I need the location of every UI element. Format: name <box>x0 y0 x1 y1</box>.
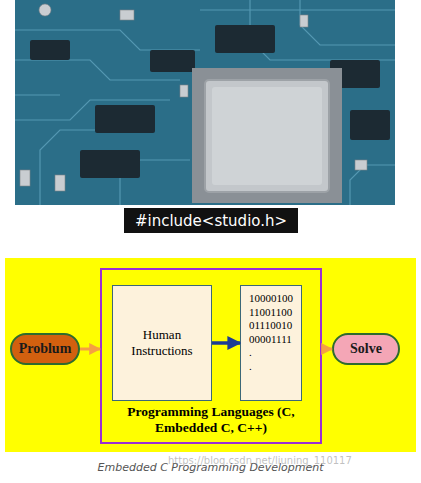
pcb-traces <box>15 0 395 205</box>
node-text: Programming Languages (C, Embedded C, C+… <box>102 404 320 436</box>
binary-box: 10000100 11001100 01110010 00001111 . . <box>240 285 302 401</box>
diagram-panel <box>5 258 416 452</box>
node-text: Solve <box>350 341 382 357</box>
node-text: Human Instructions <box>113 327 211 359</box>
code-banner: #include<studio.h> <box>124 208 298 233</box>
node-text: Problum <box>19 341 72 357</box>
instruction-box: Human Instructions <box>112 285 212 401</box>
flow-arrow <box>322 348 332 351</box>
chip-lid-top <box>212 87 322 185</box>
circuit-board <box>15 0 395 205</box>
node-text: #include<studio.h> <box>135 212 287 230</box>
node-text: 10000100 11001100 01110010 00001111 . . <box>249 286 297 373</box>
output-pill: Solve <box>332 333 400 365</box>
language-box: Programming Languages (C, Embedded C, C+… <box>100 268 322 444</box>
chip-lid <box>205 80 329 192</box>
watermark: https://blog.csdn.net/liuning_110117 <box>168 455 352 466</box>
chip-substrate <box>192 68 342 203</box>
flow-arrow <box>80 348 100 351</box>
input-pill: Problum <box>10 333 80 365</box>
flow-arrow <box>212 341 240 345</box>
